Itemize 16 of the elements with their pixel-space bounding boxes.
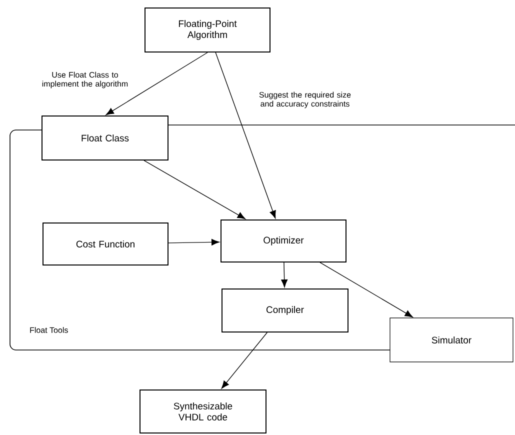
arrow [144, 160, 246, 220]
arrow [168, 238, 220, 246]
arrow [320, 262, 413, 318]
arrow [106, 52, 208, 116]
process-box: Float Class [42, 116, 168, 160]
process-box: Compiler [222, 288, 348, 332]
process-box: Cost Function [42, 222, 168, 266]
process-box: Floating-Point Algorithm [144, 8, 270, 52]
arrow [281, 262, 288, 288]
process-box: Simulator [390, 318, 514, 362]
edge-label: Use Float Class to implement the algorithm [42, 72, 128, 88]
arrow [215, 52, 276, 219]
process-box: Synthesizable VHDL code [140, 389, 266, 434]
edge-label: Suggest the required size and accuracy constraints [259, 92, 351, 108]
arrow [221, 332, 268, 389]
process-box: Optimizer [220, 220, 346, 262]
